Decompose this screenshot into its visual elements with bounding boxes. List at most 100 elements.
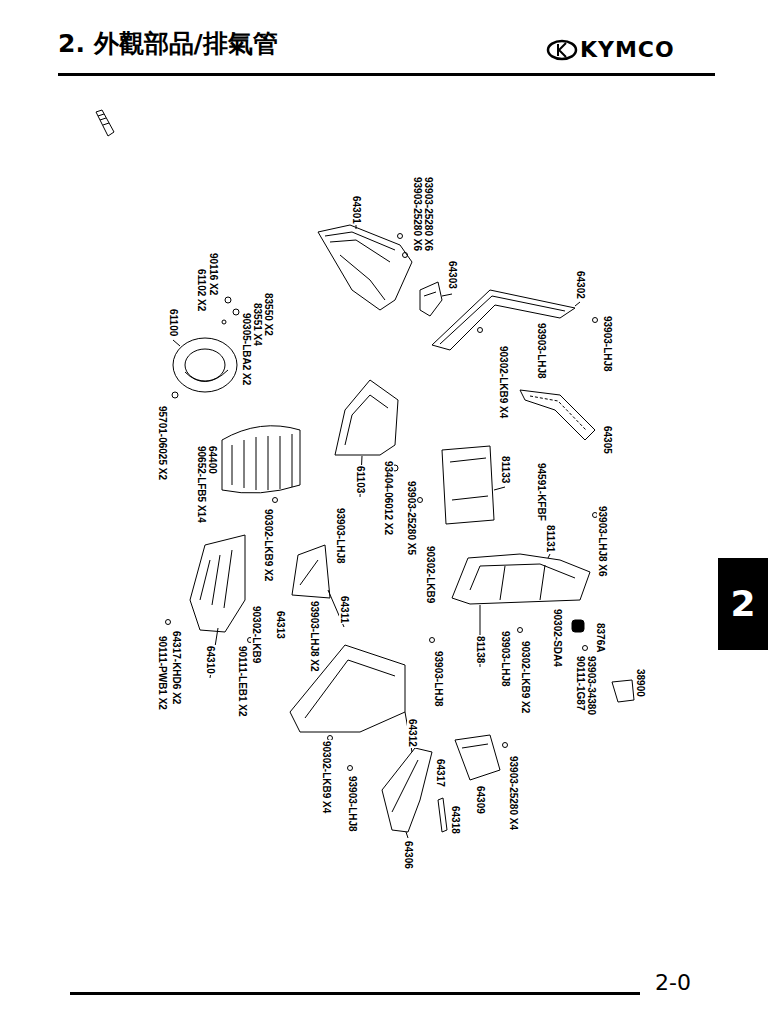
callout-number: 93903-LHJ8 — [433, 650, 444, 708]
brand-logo: KYMCO — [580, 37, 675, 63]
callout-number: 64317 — [435, 758, 446, 788]
grille-part — [222, 426, 300, 493]
callout-number: 93903-25280 X5 — [406, 480, 417, 556]
callout-number: 64310 — [205, 645, 216, 675]
screw — [225, 297, 231, 303]
callout-number: 64303 — [447, 260, 458, 290]
callout-number: 64302 — [575, 270, 586, 300]
page-number: 2-0 — [655, 970, 691, 996]
callout-number: 93903-25280 X6 — [412, 176, 423, 252]
panel-detail — [200, 550, 232, 608]
callout-number: 90302-LKB9 X4 — [321, 740, 332, 814]
footer-rule — [70, 992, 640, 995]
callout-number: 64305 — [602, 425, 613, 455]
callout-number: 64311 — [339, 595, 350, 624]
callout-number: 81138 — [475, 635, 486, 664]
callout-number: 64306 — [403, 840, 414, 870]
callout-number: 90302-LKB9 X2 — [263, 508, 274, 582]
screw — [518, 628, 523, 633]
callout-number: 64312 — [407, 718, 418, 748]
panel-part — [335, 380, 398, 455]
panel-part — [290, 645, 405, 732]
panel-detail — [530, 396, 586, 430]
screw — [172, 392, 178, 398]
screw — [348, 766, 353, 771]
logo-emblem — [548, 41, 576, 59]
page-title: 2. 外觀部品/排氣管 — [58, 28, 278, 60]
leader-line — [173, 224, 580, 838]
panel-part — [520, 390, 595, 440]
callout-number: 93404-06012 X2 — [383, 460, 394, 536]
callout-number: 93903-34380 — [586, 655, 597, 716]
callout-number: 83551 X4 — [252, 302, 263, 347]
callout-number: 61102 X2 — [196, 268, 207, 312]
screw — [166, 620, 171, 625]
callout-number: 64317-KHD6 X2 — [171, 630, 182, 705]
screw — [478, 328, 483, 333]
panel-part — [190, 535, 245, 632]
callout-number: 64400 — [207, 445, 218, 475]
bracket-part — [420, 282, 442, 316]
callout-number: 90111-1G87 — [575, 655, 586, 712]
callout-number: 61100 — [168, 308, 179, 337]
callout-number: 93903-LHJ8 X6 — [597, 505, 608, 578]
panel-detail — [345, 395, 388, 445]
rubber-part — [572, 620, 584, 632]
panel-part — [432, 290, 575, 350]
panel-part — [382, 748, 432, 832]
callout-number: 8376A — [595, 622, 606, 653]
callout-number: 64309 — [475, 785, 486, 815]
callout-number: 90116 X2 — [208, 252, 219, 296]
callout-number: 93903-LHJ8 — [536, 322, 547, 380]
callout-number: 94591-KFBF — [536, 462, 547, 522]
callout-number: 90305-LBA2 X2 — [241, 312, 252, 386]
screw — [583, 646, 588, 651]
pen-icon — [96, 110, 114, 136]
screw — [430, 638, 435, 643]
callout-number: 90302-LKB9 X4 — [498, 345, 509, 419]
frame-detail — [470, 564, 575, 600]
panel-part — [455, 735, 500, 780]
screw — [593, 318, 598, 323]
chapter-number: 2 — [718, 584, 768, 624]
panel-part — [318, 225, 412, 310]
panel-detail — [325, 232, 395, 300]
logo-emblem — [558, 43, 566, 57]
header-rule — [58, 73, 715, 76]
frame-part — [452, 554, 590, 604]
callout-number: 93903-LHJ8 — [335, 507, 346, 565]
headlight-detail — [185, 370, 228, 382]
callout-number: 90302-LKB9 — [425, 545, 436, 604]
callout-number: 93903-LHJ8 X2 — [309, 600, 320, 673]
callout-number: 81131 — [545, 524, 556, 553]
chapter-tab — [718, 558, 768, 650]
callout-number: 81133 — [500, 455, 511, 484]
callout-number: 90111-PWB1 X2 — [157, 635, 168, 711]
grille-detail — [232, 434, 292, 490]
box-part — [442, 446, 494, 524]
callout-number: 90111-LEB1 X2 — [237, 645, 248, 718]
callout-number: 64318 — [450, 805, 461, 835]
callout-number: 93903-LHJ8 — [500, 630, 511, 688]
screw — [233, 309, 239, 315]
callout-number: 90302-SDA4 — [552, 608, 563, 668]
callout-number: 93903-25280 X6 — [423, 176, 434, 252]
callout-number: 83550 X2 — [263, 292, 274, 337]
screw — [503, 743, 508, 748]
headlight-detail — [185, 349, 225, 381]
callout-number: 64301 — [351, 195, 362, 225]
screw — [398, 234, 403, 239]
callout-number: 90652-LFB5 X14 — [196, 445, 207, 524]
callout-number: 93903-LHJ8 — [602, 315, 613, 373]
callout-number: 64313 — [275, 610, 286, 640]
screw — [418, 498, 423, 503]
callout-number: 95701-06025 X2 — [157, 405, 168, 481]
headlight-part — [173, 338, 237, 392]
callout-number: 90302-LKB9 X2 — [520, 640, 531, 714]
callout-number: 38900 — [635, 668, 646, 698]
callout-number: 93903-LHJ8 — [347, 775, 358, 833]
callout-number: 61103 — [355, 465, 366, 494]
clip-part — [612, 680, 634, 702]
strip-part — [438, 798, 447, 832]
callout-number: 93903-25280 X4 — [508, 755, 519, 831]
